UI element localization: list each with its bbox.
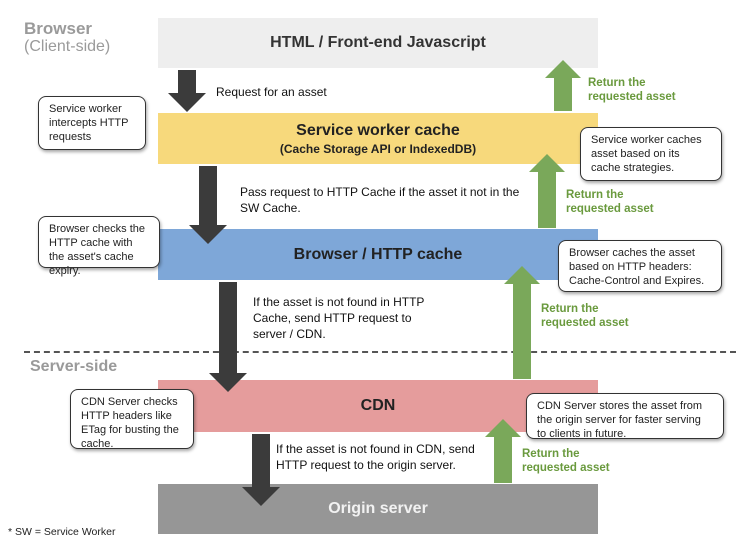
return-label-4: Return the requested asset [522,448,610,474]
step-send-to-origin: If the asset is not found in CDN, send H… [276,442,475,472]
origin-server-title: Origin server [328,500,428,517]
callout-cdn-checks: CDN Server checks HTTP headers like ETag… [70,389,194,450]
down-arrow-1 [168,70,206,112]
up-arrow-2 [529,154,565,228]
html-frontend-band: HTML / Front-end Javascript [158,18,598,68]
return-label-3: Return the requested asset [541,303,629,329]
origin-server-band: Origin server [158,484,598,534]
client-server-divider [24,351,736,353]
step-request-asset: Request for an asset [216,85,327,99]
client-side-label: Browser [24,19,93,38]
service-worker-cache-band: Service worker cache (Cache Storage API … [158,113,598,164]
down-arrow-3 [209,282,247,392]
callout-browser-checks: Browser checks the HTTP cache with the a… [38,216,160,277]
up-arrow-3 [504,266,540,379]
down-arrow-4 [242,434,280,506]
return-label-1: Return the requested asset [588,77,676,103]
cdn-title: CDN [360,397,396,414]
callout-sw-caches: Service worker caches asset based on its… [580,127,722,181]
down-arrow-2 [189,166,227,244]
step-pass-to-http-cache: Pass request to HTTP Cache if the asset … [240,185,520,215]
callout-sw-intercepts: Service worker intercepts HTTP requests [38,96,146,150]
return-label-2: Return the requested asset [566,189,654,215]
server-side-label: Server-side [30,358,118,375]
browser-http-cache-title: Browser / HTTP cache [293,245,463,263]
service-worker-cache-subtitle: (Cache Storage API or IndexedDB) [279,141,477,156]
up-arrow-4 [485,419,521,483]
service-worker-cache-title: Service worker cache [296,121,460,139]
callout-cdn-stores: CDN Server stores the asset from the ori… [526,393,724,440]
step-send-to-cdn: If the asset is not found in HTTP Cache,… [253,295,425,341]
up-arrow-1 [545,60,581,111]
footnote: * SW = Service Worker [8,526,116,538]
html-frontend-title: HTML / Front-end Javascript [270,34,486,51]
callout-browser-caches: Browser caches the asset based on HTTP h… [558,240,722,292]
client-side-sublabel: (Client-side) [24,38,111,55]
